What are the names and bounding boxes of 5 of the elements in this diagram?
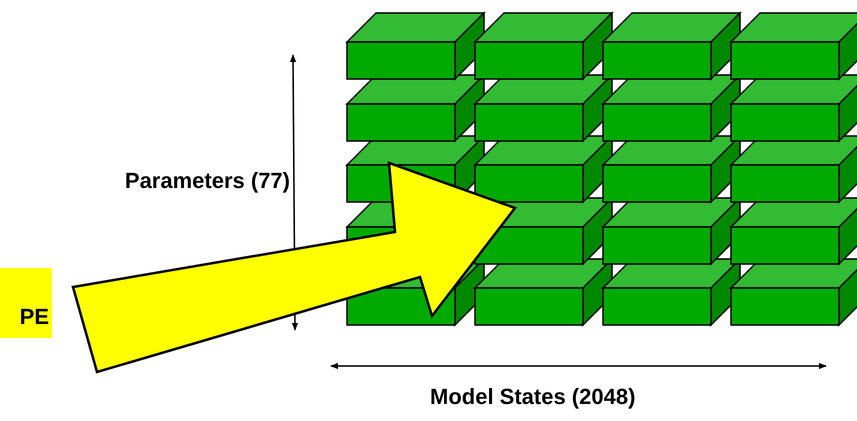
axis-label: Model States (2048) <box>430 384 636 410</box>
box-label: PE <box>20 304 49 330</box>
block-arrow <box>71 161 518 374</box>
axis-label: Parameters (77) <box>124 168 290 194</box>
label-box <box>0 268 52 338</box>
